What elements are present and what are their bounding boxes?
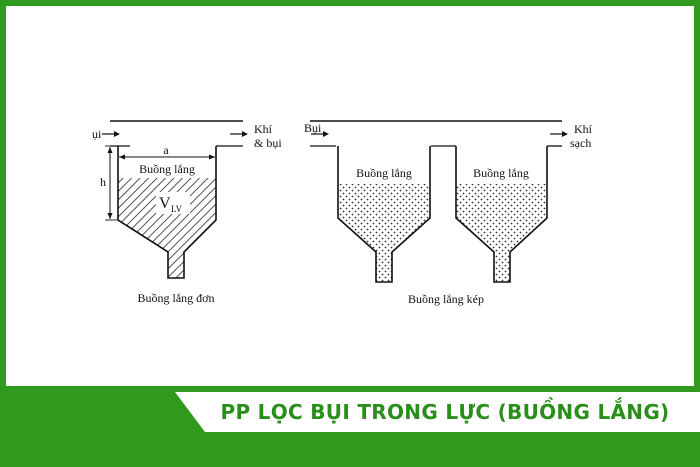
volume-label-backing	[156, 192, 190, 214]
right-inlet-label: Bụi	[304, 121, 322, 135]
title-banner	[175, 392, 700, 432]
width-label: a	[163, 143, 169, 157]
chamber-outline	[117, 146, 217, 279]
chamber2-label: Buồng lắng	[473, 166, 529, 180]
width-arrow-left	[119, 154, 125, 160]
right-caption: Buồng lắng kép	[408, 292, 484, 306]
right-outlet-label-2: sạch	[570, 136, 591, 150]
inlet-arrowhead	[114, 131, 120, 137]
height-arrow-bottom	[107, 213, 113, 219]
width-arrow-right	[209, 154, 215, 160]
left-caption: Buồng lắng đơn	[137, 291, 214, 305]
diagram-area: ụi Khí & bụi a h Buồng lắng V LV Buồng l…	[6, 6, 694, 386]
right-outlet-label-1: Khí	[574, 122, 593, 136]
left-outlet-label-1: Khí	[254, 122, 273, 136]
hatched-dust-fill	[118, 178, 216, 278]
double-chamber-figure: Buồng lắng Buồng lắng Bụi Khí sạch Buồng…	[304, 120, 593, 306]
left-outlet-label-2: & bụi	[254, 136, 282, 150]
volume-label: V	[159, 195, 171, 212]
left-inlet-label: ụi	[92, 127, 102, 141]
chamber2-outline	[455, 146, 548, 283]
height-label: h	[100, 175, 106, 189]
volume-subscript: LV	[171, 204, 183, 214]
chamber1-dust-fill	[338, 184, 430, 282]
banner-title: PP LỌC BỤI TRONG LỰC (BUỒNG LẮNG)	[220, 400, 670, 424]
chamber-label-backing	[130, 162, 204, 176]
outlet-arrowhead-right	[562, 131, 568, 137]
single-chamber-figure: ụi Khí & bụi a h Buồng lắng V LV Buồng l…	[92, 120, 282, 305]
chamber1-outline	[337, 146, 431, 283]
inlet-arrowhead-right	[323, 131, 329, 137]
chamber2-dust-fill	[456, 184, 547, 282]
chamber1-label: Buồng lắng	[356, 166, 412, 180]
height-arrow-top	[107, 147, 113, 153]
settling-chamber-diagram: ụi Khí & bụi a h Buồng lắng V LV Buồng l…	[92, 120, 593, 306]
left-chamber-label: Buồng lắng	[139, 162, 195, 176]
outlet-arrowhead	[242, 131, 248, 137]
